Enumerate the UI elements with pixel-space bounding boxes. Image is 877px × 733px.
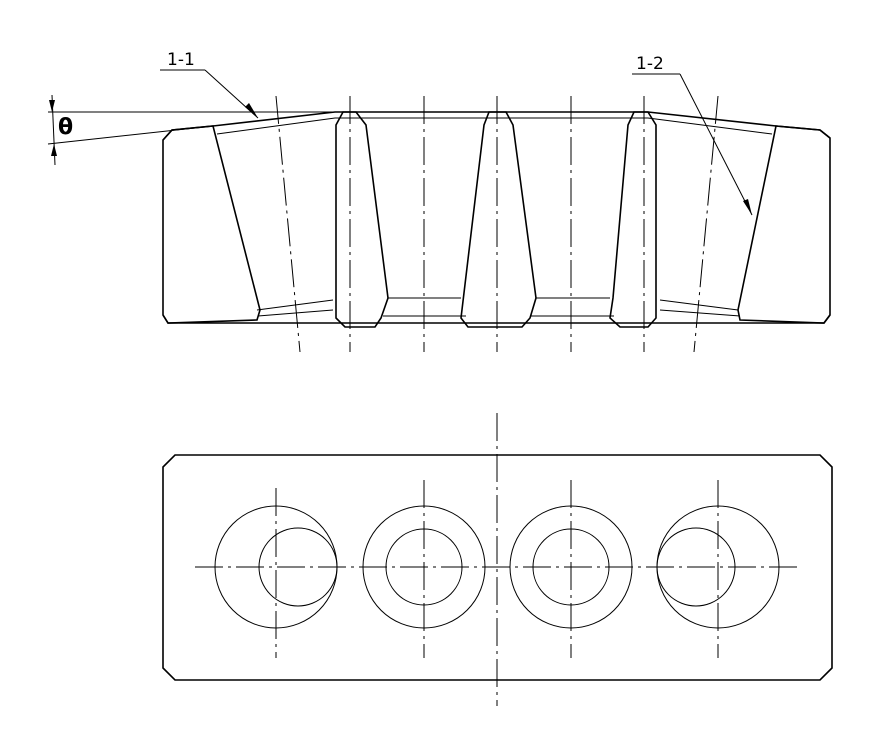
pocket-floor-4 (659, 299, 739, 311)
hatched-rib-3 (609, 111, 657, 328)
pocket-floor-4b (659, 309, 741, 317)
angle-arrow-top (49, 100, 55, 112)
callout-right-leader (679, 73, 753, 216)
plate-outline (162, 454, 833, 681)
hatched-rib-right (737, 125, 831, 324)
hole-circle-1 (258, 527, 338, 607)
angle-arrow-bottom (51, 144, 57, 156)
callout-right-label: 1-2 (636, 54, 664, 74)
plan-view (162, 413, 833, 706)
angle-slope-line (47, 125, 214, 145)
callout-right-arrowhead (743, 199, 752, 215)
angle-symbol-label: θ (58, 115, 73, 140)
pocket-centerline-4 (693, 95, 719, 353)
bottom-face-outline (162, 314, 831, 324)
hatched-rib-2 (460, 111, 537, 328)
section-view: θ 1-1 1-2 (47, 50, 831, 353)
pocket-centerline-1 (275, 95, 301, 353)
hole-circle-4 (656, 527, 736, 607)
pocket-floor-1b (257, 309, 334, 317)
pocket-floor-1 (256, 299, 334, 311)
top-face-inner-line (216, 117, 773, 135)
callout-left-arrowhead (245, 103, 258, 118)
hatched-rib-left (162, 125, 261, 324)
callout-left-label: 1-1 (167, 50, 195, 70)
hatched-rib-1 (335, 111, 389, 328)
